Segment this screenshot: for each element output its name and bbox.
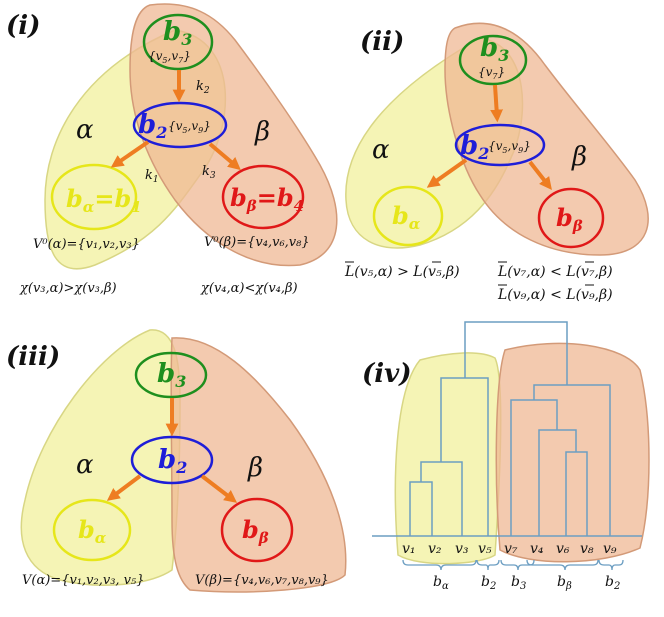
edge-b3-b2 bbox=[490, 84, 503, 123]
group-label: b3 bbox=[511, 574, 526, 592]
node-b-alpha bbox=[52, 498, 132, 562]
leaf-label: v₂ bbox=[428, 541, 442, 557]
node-b3-set: {v7} bbox=[478, 65, 505, 81]
alpha-label: α bbox=[76, 115, 94, 145]
region-beta bbox=[170, 337, 347, 593]
panel-iv: (iv) v₁ v₂ v₃ v₅ v₇ v₄ v₆ v₈ v₉ bbox=[362, 321, 650, 592]
leaf-label: v₄ bbox=[530, 541, 544, 557]
node-b-beta bbox=[537, 187, 605, 249]
node-b2-label: b2 bbox=[158, 445, 187, 477]
set-v-beta: V(β)={v₄,v₆,v₇,v₈,v₉} bbox=[195, 573, 329, 588]
group-label: b2 bbox=[605, 574, 620, 592]
inequality-v7: L(v₇,α) < L(v₇,β) bbox=[497, 264, 613, 280]
beta-label: β bbox=[247, 453, 263, 483]
dendrogram bbox=[372, 321, 642, 537]
weight-k1: k1 bbox=[145, 168, 159, 185]
edge-b2-bbeta bbox=[200, 474, 238, 503]
node-b2-label: b2 bbox=[460, 131, 489, 163]
node-b2 bbox=[132, 101, 228, 149]
node-b-alpha bbox=[372, 185, 444, 247]
node-b-alpha-label: bα=b1 bbox=[66, 184, 142, 216]
weight-k2: k2 bbox=[196, 79, 210, 96]
inequality-v9: L(v₉,α) < L(v₉,β) bbox=[497, 287, 613, 303]
leaf-label: v₅ bbox=[478, 541, 492, 557]
group-label: bα bbox=[433, 574, 449, 592]
node-b3-label: b3 bbox=[480, 33, 509, 65]
node-b2 bbox=[454, 123, 546, 167]
set-v0-beta: V⁰(β)={v₄,v₆,v₈} bbox=[204, 235, 310, 250]
region-alpha bbox=[394, 352, 502, 565]
group-braces bbox=[402, 559, 624, 571]
chi-beta: χ(v₄,α)<χ(v₄,β) bbox=[200, 281, 298, 296]
node-b2 bbox=[130, 435, 214, 485]
node-b3-label: b3 bbox=[157, 359, 186, 391]
panel-i: (i) α β b3 {v5,v7} b2 {v5,v9} bα=b1 bβ=b… bbox=[6, 3, 338, 296]
node-b-alpha-label: bα bbox=[78, 515, 107, 547]
beta-label: β bbox=[254, 117, 270, 147]
edge-b2-balpha bbox=[106, 474, 142, 501]
edge-b2-balpha bbox=[110, 140, 150, 168]
weight-k3: k3 bbox=[202, 164, 216, 181]
node-b-beta-label: bβ bbox=[556, 203, 583, 235]
inequality-v5: L(v₅,α) > L(v₅,β) bbox=[344, 264, 460, 280]
brace-b2-left bbox=[476, 559, 500, 571]
node-b-alpha bbox=[50, 163, 138, 231]
leaf-label: v₁ bbox=[402, 541, 416, 557]
leaf-label: v₉ bbox=[603, 541, 617, 557]
node-b-beta-label: bβ=b4 bbox=[230, 183, 304, 215]
node-b2-set: {v5,v9} bbox=[168, 119, 211, 135]
leaf-label: v₈ bbox=[580, 541, 594, 557]
panel-label: (ii) bbox=[360, 27, 404, 57]
leaf-label: v₆ bbox=[556, 541, 570, 557]
node-b-beta-label: bβ bbox=[242, 515, 269, 547]
leaf-label: v₇ bbox=[504, 541, 518, 557]
node-b3 bbox=[134, 351, 208, 399]
panel-iii: (iii) α β b3 b2 bα bβ V(α)={v₁,v₂,v₃, v₅… bbox=[6, 329, 347, 593]
set-v0-alpha: V⁰(α)={v₁,v₂,v₃} bbox=[33, 237, 140, 252]
node-b-alpha-label: bα bbox=[392, 201, 421, 233]
brace-b-beta bbox=[526, 559, 599, 571]
region-beta bbox=[444, 22, 649, 256]
merge-root bbox=[464, 321, 568, 385]
group-label: b2 bbox=[481, 574, 496, 592]
alpha-label: α bbox=[372, 135, 390, 165]
alpha-label: α bbox=[76, 450, 94, 480]
panel-label: (iv) bbox=[362, 359, 412, 389]
edge-b2-balpha bbox=[426, 158, 468, 188]
beta-label: β bbox=[571, 142, 587, 172]
edge-b2-bbeta bbox=[528, 160, 552, 191]
node-b3 bbox=[458, 34, 528, 86]
node-b-beta bbox=[220, 497, 294, 563]
set-v-alpha: V(α)={v₁,v₂,v₃, v₅} bbox=[22, 573, 145, 588]
panel-label: (iii) bbox=[6, 342, 60, 372]
group-label: bβ bbox=[557, 574, 572, 592]
leaf-label: v₃ bbox=[455, 541, 469, 557]
node-b-beta bbox=[221, 164, 305, 230]
edge-b2-bbeta bbox=[208, 142, 241, 171]
node-b2-set: {v5,v9} bbox=[488, 139, 531, 155]
node-b3-set: {v5,v7} bbox=[148, 49, 191, 65]
node-b3-label: b3 bbox=[163, 17, 192, 49]
node-b3 bbox=[142, 13, 214, 71]
chi-alpha: χ(v₃,α)>χ(v₃,β) bbox=[19, 281, 117, 296]
brace-b2-right bbox=[598, 559, 624, 571]
panel-ii: (ii) α β b3 {v7} b2 {v5,v9} bα bβ L(v₅,α… bbox=[344, 22, 649, 303]
panel-label: (i) bbox=[6, 11, 40, 41]
merge-beta-v9 bbox=[533, 384, 611, 536]
brace-b-alpha bbox=[402, 559, 477, 571]
node-b2-label: b2 bbox=[138, 110, 167, 142]
